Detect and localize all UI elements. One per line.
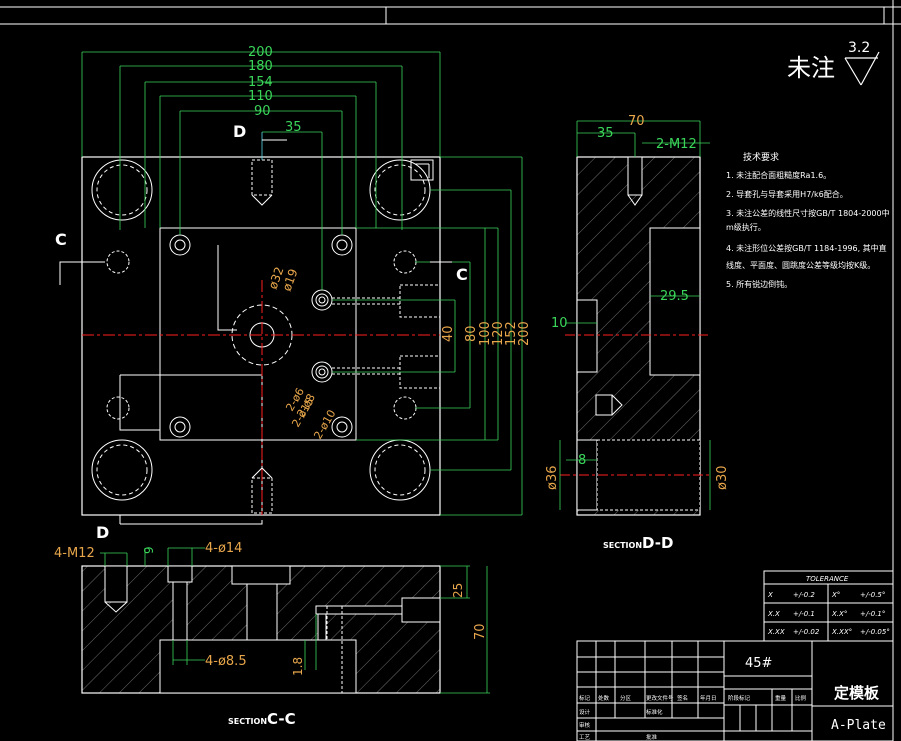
dd-dim-2-m12: 2-M12 xyxy=(656,137,697,152)
surface-finish-symbol: 未注 3.2 xyxy=(787,40,880,86)
tolerance-table: TOLERANCE X +/-0.2 X° +/-0.5° X.X +/-0.1… xyxy=(763,570,894,642)
dim-80: 80 xyxy=(464,325,479,342)
dim-2-dia10: 2-ø10 xyxy=(311,408,338,442)
tol-r1-c2: +/-0.2 xyxy=(793,591,815,599)
tb-label-process: 工艺 xyxy=(579,734,591,741)
dd-dim-29-5: 29.5 xyxy=(660,289,689,304)
guide-bush-holes xyxy=(91,159,441,514)
dim-100: 100 xyxy=(478,321,493,346)
tb-label-date: 年月日 xyxy=(700,694,717,702)
section-mark-c-right: C xyxy=(456,265,468,284)
section-cc-view: 4-M12 9 4-ø14 4-ø8.5 1.8 25 70 SECTION C… xyxy=(54,541,490,728)
part-name-cn: 定模板 xyxy=(834,684,880,702)
material-label: 45# xyxy=(745,656,772,671)
dim-120: 120 xyxy=(491,321,506,346)
cc-dim-9: 9 xyxy=(142,546,156,554)
tb-label-design: 设计 xyxy=(579,708,591,716)
dim-200-right: 200 xyxy=(517,321,532,346)
tol-r1-c4: +/-0.5° xyxy=(860,591,885,599)
tol-r2-c2: +/-0.1 xyxy=(793,610,815,618)
plan-view: 200 180 154 110 90 35 40 80 100 120 152 … xyxy=(55,45,532,542)
dim-180: 180 xyxy=(248,59,273,74)
plate-outline xyxy=(81,156,441,516)
dim-152: 152 xyxy=(504,321,519,346)
cc-title-prefix: SECTION xyxy=(228,717,267,726)
dd-dim-dia30: ø30 xyxy=(715,466,730,491)
cc-dim-1-8: 1.8 xyxy=(291,657,305,676)
dim-90: 90 xyxy=(254,104,271,119)
tol-r1-c1: X xyxy=(767,591,773,599)
tb-label-change-doc: 更改文件号 xyxy=(646,694,674,702)
tb-label-review: 审核 xyxy=(579,721,591,729)
notes-item-3: 3. 未注公差的线性尺寸按GB/T 1804-2000中 xyxy=(726,208,890,218)
dd-title-prefix: SECTION xyxy=(603,541,642,550)
tb-label-stage: 阶段标记 xyxy=(728,694,751,702)
dim-154: 154 xyxy=(248,75,273,90)
notes-item-5: 5. 所有锐边倒钝。 xyxy=(726,279,792,289)
dim-35: 35 xyxy=(285,120,302,135)
surface-mark-value: 3.2 xyxy=(848,40,870,56)
part-name-en: A-Plate xyxy=(831,718,886,733)
dim-200: 200 xyxy=(248,45,273,60)
surface-mark-label: 未注 xyxy=(787,54,835,82)
dd-dim-10: 10 xyxy=(551,316,568,331)
tb-label-sign: 签名 xyxy=(677,694,688,702)
tolerance-title: TOLERANCE xyxy=(806,575,849,583)
section-mark-d-top: D xyxy=(233,122,246,141)
notes-item-4: 4. 未注形位公差按GB/T 1184-1996, 其中直 xyxy=(726,243,887,253)
notes-item-4b: 线度、平面度、圆跳度公差等级均按K级。 xyxy=(726,260,875,270)
section-dd-view: 70 35 2-M12 29.5 10 8 ø36 ø30 SECTION D-… xyxy=(545,114,730,552)
dim-110: 110 xyxy=(248,89,273,104)
technical-notes: 技术要求 1. 未注配合面粗糙度Ra1.6。 2. 导套孔与导套采用H7/k6配… xyxy=(726,151,890,289)
cc-dim-4-dia14: 4-ø14 xyxy=(205,541,242,556)
dd-title: D-D xyxy=(642,534,673,552)
dd-dim-8: 8 xyxy=(578,453,586,468)
tol-r1-c3: X° xyxy=(831,591,840,599)
dd-dim-dia36: ø36 xyxy=(545,466,560,491)
tol-r2-c3: X.X° xyxy=(831,610,847,618)
tol-r2-c4: +/-0.1° xyxy=(860,610,885,618)
notes-item-1: 1. 未注配合面粗糙度Ra1.6。 xyxy=(726,170,831,180)
cc-dim-70: 70 xyxy=(473,623,488,640)
tol-r3-c2: +/-0.02 xyxy=(793,628,820,636)
cc-dim-4-m12: 4-M12 xyxy=(54,546,95,561)
tb-label-mark: 标记 xyxy=(579,694,591,702)
tb-label-weight: 重量 xyxy=(775,694,787,702)
notes-item-2: 2. 导套孔与导套采用H7/k6配合。 xyxy=(726,189,848,199)
section-mark-d-bottom: D xyxy=(96,523,109,542)
dd-dim-70: 70 xyxy=(628,114,645,129)
tb-label-zone: 分区 xyxy=(620,694,632,702)
tb-label-standard: 标准化 xyxy=(646,708,663,716)
notes-item-3b: m级执行。 xyxy=(726,222,766,232)
tb-label-approve: 批准 xyxy=(646,733,658,741)
tb-label-count: 处数 xyxy=(598,694,610,702)
tol-r3-c3: X.XX° xyxy=(831,628,852,636)
title-block: 45# 定模板 A-Plate 标记 处数 分区 更改文件号 签名 年月日 设计… xyxy=(576,640,894,741)
tol-r3-c4: +/-0.05° xyxy=(860,628,890,636)
notes-title: 技术要求 xyxy=(743,151,779,163)
tol-r2-c1: X.X xyxy=(767,610,780,618)
cc-title: C-C xyxy=(267,710,296,728)
section-mark-c-left: C xyxy=(55,230,67,249)
tol-r3-c1: X.XX xyxy=(767,628,785,636)
dd-dim-35: 35 xyxy=(597,126,614,141)
tb-label-scale: 比例 xyxy=(795,694,807,702)
dim-40: 40 xyxy=(441,325,456,342)
cc-dim-4-dia8-5: 4-ø8.5 xyxy=(205,654,247,669)
cc-dim-25: 25 xyxy=(451,583,465,598)
